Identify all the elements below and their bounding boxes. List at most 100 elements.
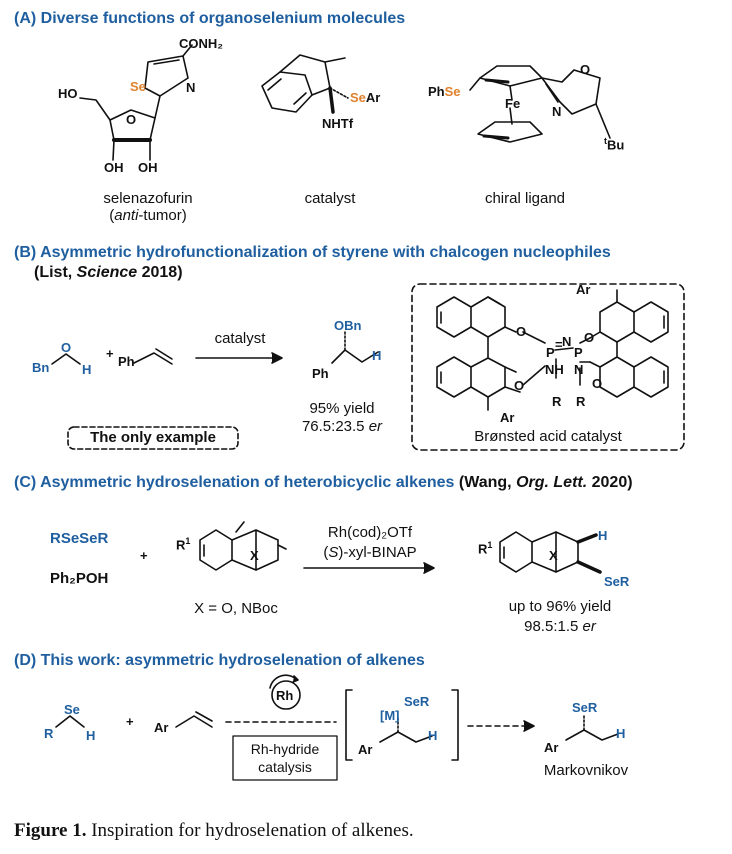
label-ar-intermediate: Ar	[358, 742, 373, 757]
label-cat-o1: O	[516, 324, 527, 339]
label-rseser: RSeSeR	[50, 530, 109, 547]
x-definition: X = O, NBoc	[194, 600, 278, 617]
label-ph2poh: Ph₂POH	[50, 570, 109, 587]
aryl-alkene-structure	[175, 711, 213, 728]
label-r1-c: R	[176, 537, 186, 553]
molecule-name-selenazofurin: selenazofurin	[103, 190, 193, 207]
intermediate-structure	[379, 717, 433, 743]
plus-b: +	[106, 346, 114, 361]
label-ph-product-b: Ph	[312, 366, 329, 381]
label-cat-n2: N	[574, 362, 584, 377]
bicyclic-product-structure	[499, 531, 602, 574]
yield-c: up to 96% yield	[508, 598, 612, 615]
plus-d: +	[126, 714, 134, 729]
label-ligand-se: Se	[444, 84, 461, 99]
only-example-box	[67, 426, 239, 450]
label-cat-o3: O	[584, 330, 595, 345]
label-se: Se	[130, 79, 146, 94]
markovnikov-product-structure	[565, 715, 619, 741]
label-oh1: OH	[104, 160, 124, 175]
label-se-d: Se	[64, 702, 80, 717]
plus-c: +	[140, 548, 148, 563]
label-ser-intermediate: SeR	[404, 694, 430, 709]
label-ligand-n: N	[552, 104, 562, 119]
label-o: O	[126, 112, 137, 127]
label-ar-d: Ar	[154, 720, 169, 735]
section-c-title: (C) Asymmetric hydroselenation of hetero…	[14, 474, 633, 491]
label-h-d: H	[86, 728, 96, 743]
molecule-name-catalyst: catalyst	[304, 190, 356, 207]
section-b-reference: (List, Science 2018)	[34, 264, 183, 281]
label-catalyst-ar: Ar	[365, 90, 381, 105]
label-o-b: O	[61, 340, 72, 355]
figure-caption: Figure 1. Inspiration for hydroselenatio…	[14, 820, 414, 841]
label-h-intermediate: H	[428, 728, 438, 743]
catalyst-box	[411, 283, 685, 451]
selenol-structure	[55, 715, 85, 728]
bronsted-acid-catalyst-structure	[436, 289, 669, 411]
er-b: 76.5:23.5 er	[301, 418, 383, 435]
bicyclic-alkene-structure	[199, 521, 287, 571]
label-tbu: Bu	[607, 137, 625, 153]
rh-icon: Rh	[276, 688, 294, 703]
er-c: 98.5:1.5 er	[524, 618, 596, 635]
rh-hydride-label: Rh-hydride catalysis	[250, 741, 320, 775]
condition-rh: Rh(cod)₂OTf	[327, 524, 413, 541]
molecule-note-selenazofurin: (anti-tumor)	[109, 207, 187, 224]
markovnikov-caption: Markovnikov	[543, 762, 629, 779]
label-ar-top: Ar	[576, 282, 591, 297]
label-cat-nh: NH	[545, 362, 564, 377]
label-x-c: X	[250, 548, 259, 563]
label-ligand-ph: Ph	[428, 84, 445, 99]
label-ligand-o: O	[580, 62, 591, 77]
label-ar-bottom: Ar	[500, 410, 515, 425]
rh-hydride-box	[232, 735, 338, 781]
label-ser-product-d: SeR	[572, 700, 598, 715]
label-cat-p2: P	[574, 345, 583, 360]
section-d-title: (D) This work: asymmetric hydroselenatio…	[14, 652, 425, 669]
product-b-structure	[331, 331, 379, 364]
label-catalyst-se: Se	[350, 90, 366, 105]
label-oh2: OH	[138, 160, 158, 175]
selenazofurin-structure	[79, 44, 193, 161]
label-h-product-b: H	[372, 348, 382, 363]
label-x-product-c: X	[549, 548, 558, 563]
label-ser-product-c: SeR	[604, 574, 630, 589]
label-cat-eq: =	[555, 337, 563, 352]
label-bn: Bn	[32, 360, 50, 375]
label-tbu-sup: t	[604, 136, 607, 146]
label-h-product-c: H	[598, 528, 608, 543]
arrow-label-catalyst: catalyst	[214, 330, 266, 347]
label-m: [M]	[380, 708, 400, 723]
indane-catalyst-structure	[261, 54, 349, 114]
only-example-label: The only example	[90, 429, 216, 446]
label-cat-o2: O	[514, 378, 525, 393]
ferrocene-ligand-structure	[469, 65, 611, 143]
yield-b: 95% yield	[309, 400, 375, 417]
label-cat-o4: O	[592, 376, 603, 391]
label-h-b: H	[82, 362, 92, 377]
label-r1-product-c: R	[478, 541, 488, 557]
label-obn: OBn	[334, 318, 362, 333]
label-ar-product-d: Ar	[544, 740, 559, 755]
label-conh2: CONH₂	[179, 36, 224, 51]
label-cat-r2: R	[576, 394, 586, 409]
label-ph-styrene: Ph	[118, 354, 135, 369]
label-cat-n1: N	[562, 334, 572, 349]
label-fe: Fe	[505, 96, 521, 111]
benzyl-alcohol-structure	[51, 353, 81, 365]
label-ho: HO	[58, 86, 78, 101]
label-cat-r1: R	[552, 394, 562, 409]
label-h-product-d: H	[616, 726, 626, 741]
styrene-structure	[133, 348, 173, 365]
label-n: N	[186, 80, 196, 95]
section-b-title: (B) Asymmetric hydrofunctionalization of…	[14, 244, 611, 261]
label-nhtf: NHTf	[322, 116, 354, 131]
label-cat-p1: P	[546, 345, 555, 360]
label-r-d: R	[44, 726, 54, 741]
bronsted-caption: Brønsted acid catalyst	[474, 428, 622, 445]
condition-binap: (S)-xyl-BINAP	[323, 544, 417, 561]
molecule-name-ligand: chiral ligand	[484, 190, 566, 207]
section-a-title: (A) Diverse functions of organoselenium …	[14, 10, 406, 27]
